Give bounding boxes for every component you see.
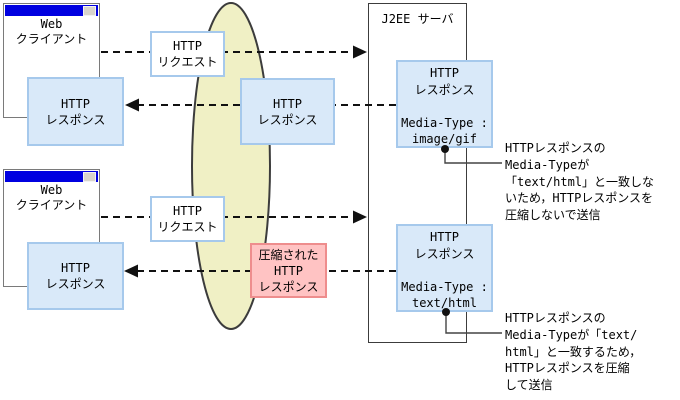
window-button-icon bbox=[83, 6, 96, 16]
server-response-box-image-gif: HTTP レスポンス Media-Type : image/gif bbox=[396, 60, 493, 148]
http-response-box-client-bottom: HTTP レスポンス bbox=[27, 242, 124, 310]
arrowhead-right-icon bbox=[353, 45, 367, 59]
web-client-label: Web クライアント bbox=[15, 17, 88, 46]
http-request-arrow-bottom bbox=[101, 210, 367, 224]
window-titlebar bbox=[5, 171, 98, 182]
web-client-label: Web クライアント bbox=[15, 183, 88, 212]
arrowhead-left-icon bbox=[124, 264, 138, 278]
window-button-icon bbox=[83, 172, 96, 182]
http-response-box-client-top: HTTP レスポンス bbox=[27, 77, 124, 146]
arrowhead-right-icon bbox=[353, 210, 367, 224]
window-titlebar bbox=[5, 5, 98, 16]
compressed-http-response-box: 圧縮された HTTP レスポンス bbox=[250, 243, 327, 298]
http-request-box-bottom: HTTP リクエスト bbox=[150, 196, 225, 242]
http-request-arrow-top bbox=[101, 45, 367, 59]
annotation-uncompressed: HTTPレスポンスの Media-Typeが 「text/html」と一致しな … bbox=[505, 141, 655, 223]
arrowhead-left-icon bbox=[125, 98, 139, 112]
annotation-compressed: HTTPレスポンスの Media-Typeが「text/ html」と一致するた… bbox=[505, 311, 642, 393]
http-response-box-network-top: HTTP レスポンス bbox=[240, 78, 335, 145]
server-response-box-text-html: HTTP レスポンス Media-Type : text/html bbox=[396, 224, 493, 312]
http-request-box-top: HTTP リクエスト bbox=[150, 31, 225, 77]
j2ee-server-box: J2EE サーバ bbox=[368, 3, 467, 343]
j2ee-server-title: J2EE サーバ bbox=[381, 12, 454, 26]
